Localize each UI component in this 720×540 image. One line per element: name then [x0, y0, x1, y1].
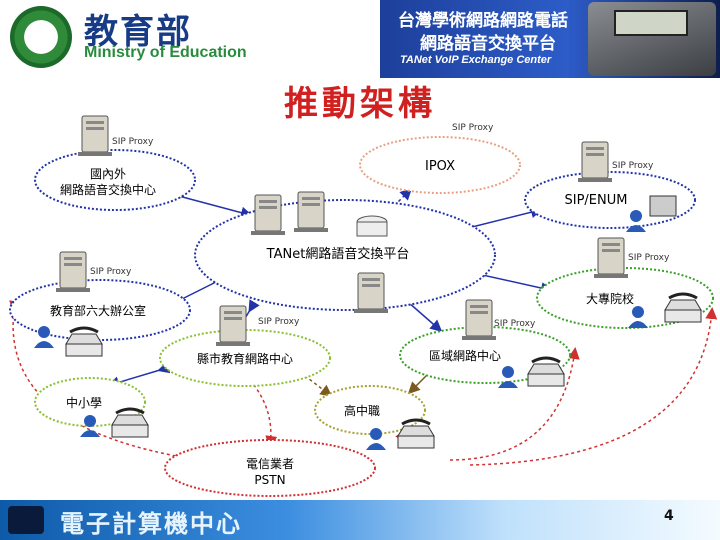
server-moe-icon	[55, 251, 91, 293]
cloud-regional-center	[399, 326, 571, 384]
header: 教育部 Ministry of Education 台灣學術網路網路電話 網路語…	[0, 0, 720, 78]
node-telecom-line1: 電信業者	[246, 457, 294, 471]
computer-center-logo	[8, 506, 44, 534]
node-regional-center: 區域網路中心	[429, 348, 501, 363]
sip-proxy-label: SIP Proxy	[452, 123, 494, 133]
platform-title-en: TANet VoIP Exchange Center	[400, 54, 552, 66]
server-domestic-icon	[77, 115, 113, 157]
node-moe-offices: 教育部六大辦公室	[50, 303, 146, 318]
sip-proxy-label: SIP Proxy	[612, 161, 654, 171]
slide-title: 推動架構	[284, 84, 436, 124]
node-telecom-line2: PSTN	[254, 473, 285, 487]
node-domestic-line1: 國內外	[90, 167, 126, 181]
sip-proxy-label: SIP Proxy	[112, 137, 154, 147]
ip-phone-screen	[614, 10, 688, 36]
sip-proxy-label: SIP Proxy	[494, 319, 536, 329]
cloud-county-center	[159, 329, 331, 387]
server-tanet-icon	[293, 191, 329, 233]
cloud-domestic-foreign	[34, 149, 196, 211]
server-university-icon	[593, 237, 629, 279]
node-tanet: TANet網路語音交換平台	[266, 246, 410, 262]
logo-title-zh: 教育部	[84, 12, 192, 52]
sip-proxy-label: SIP Proxy	[628, 253, 670, 263]
server-sip-enum-icon	[577, 141, 613, 183]
node-domestic-line2: 網路語音交換中心	[60, 182, 156, 197]
server-tanet-icon	[353, 272, 389, 314]
platform-title-line1: 台灣學術網路網路電話	[398, 11, 568, 31]
logo-title-en: Ministry of Education	[84, 44, 247, 61]
node-high-school: 高中職	[344, 403, 380, 418]
cloud-ipox	[359, 136, 521, 194]
node-university: 大專院校	[586, 291, 634, 306]
node-elementary: 中小學	[66, 395, 102, 410]
node-sip-enum: SIP/ENUM	[565, 193, 628, 208]
footer-bar: 電子計算機中心 4	[0, 500, 720, 540]
sip-proxy-label: SIP Proxy	[90, 267, 132, 277]
page-number: 4	[664, 508, 674, 524]
footer-org-name: 電子計算機中心	[60, 509, 242, 538]
server-county-icon	[215, 305, 251, 347]
sip-proxy-label: SIP Proxy	[258, 317, 300, 327]
moe-seal-logo	[10, 6, 72, 68]
node-county-center: 縣市教育網路中心	[197, 351, 293, 366]
server-tanet-icon	[250, 194, 286, 236]
node-ipox: IPOX	[425, 159, 455, 174]
architecture-diagram: SIP Proxy SIP Proxy SIP Proxy SIP Proxy …	[9, 115, 718, 497]
computer-icon	[649, 195, 677, 217]
server-regional-icon	[461, 299, 497, 341]
platform-title-line2: 網路語音交換平台	[420, 34, 556, 54]
cloud-telecom	[164, 439, 376, 497]
